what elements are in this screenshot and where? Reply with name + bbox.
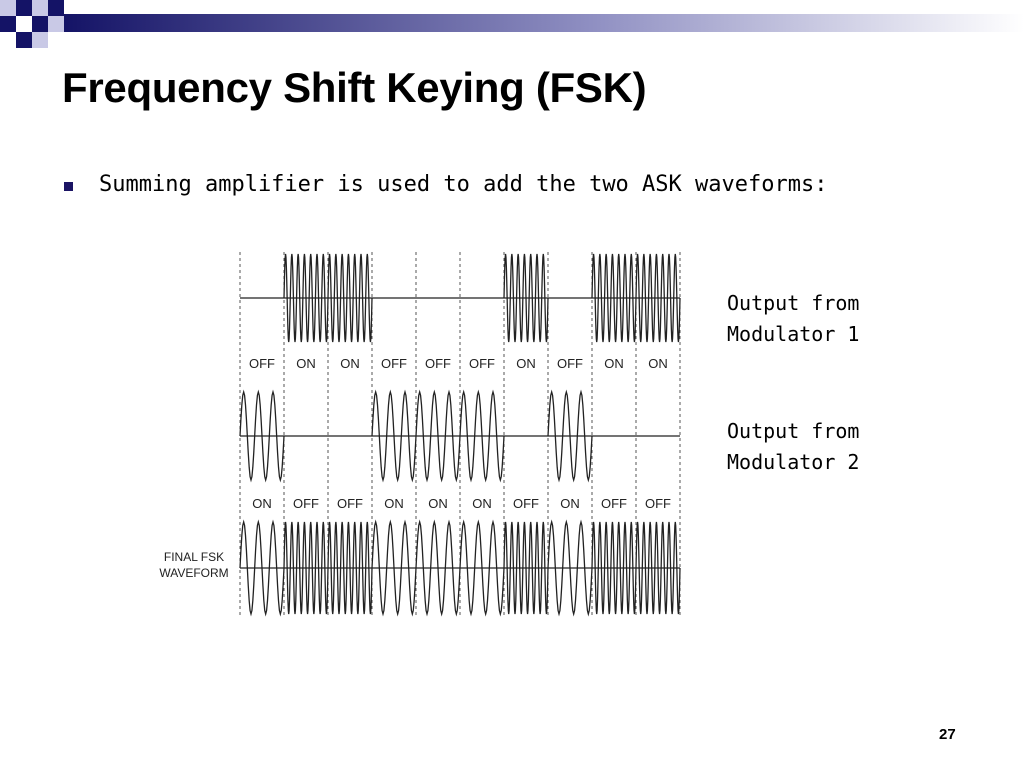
- modulator-2-label: Output from Modulator 2: [727, 416, 859, 478]
- modulator-2-state-label: ON: [428, 496, 448, 511]
- modulator-2-state-label: OFF: [513, 496, 539, 511]
- fsk-waveform-segment: [591, 521, 637, 615]
- header-banner: [0, 0, 1024, 48]
- waveform-burst: [591, 253, 637, 343]
- modulator-1-label: Output from Modulator 1: [727, 288, 859, 350]
- page-title: Frequency Shift Keying (FSK): [62, 64, 647, 111]
- fsk-waveform-segment: [547, 519, 593, 617]
- modulator-1-state-label: OFF: [557, 356, 583, 371]
- modulator-2-label-line-2: Modulator 2: [727, 450, 860, 474]
- final-fsk-label-line-1: FINAL FSK: [164, 550, 224, 564]
- fsk-waveform-segment: [371, 519, 417, 617]
- waveform-burst: [327, 253, 373, 343]
- modulator-1-state-label: ON: [296, 356, 316, 371]
- state-labels: OFF ON ON OFF OFF OFF ON OFF ON ON ON OFF OFF ON ON ON O…: [249, 356, 671, 511]
- fsk-waveform-segment: [283, 521, 329, 615]
- bullet-text: Summing amplifier is used to add the two…: [99, 172, 828, 197]
- modulator-1-state-label: ON: [340, 356, 360, 371]
- modulator-2-state-label: OFF: [601, 496, 627, 511]
- modulator-2-label-line-1: Output from: [727, 419, 860, 443]
- modulator-1-state-label: OFF: [249, 356, 275, 371]
- modulator-1-state-label: ON: [648, 356, 668, 371]
- modulator-2-state-label: ON: [384, 496, 404, 511]
- modulator-1-state-label: ON: [604, 356, 624, 371]
- fsk-waveform-segment: [635, 521, 681, 615]
- fsk-waveform-diagram: OFF ON ON OFF OFF OFF ON OFF ON ON ON OFF OFF ON ON ON O…: [159, 252, 681, 618]
- modulator-2-state-label: ON: [252, 496, 272, 511]
- modulator-1-state-label: OFF: [469, 356, 495, 371]
- modulator-2-state-label: OFF: [337, 496, 363, 511]
- checker-squares-icon: [0, 0, 64, 48]
- modulator-2-state-label: ON: [472, 496, 492, 511]
- square-bullet-icon: [64, 182, 73, 191]
- waveform-burst: [635, 253, 681, 343]
- modulator-1-label-line-1: Output from: [727, 291, 860, 315]
- modulator-1-label-line-2: Modulator 1: [727, 322, 860, 346]
- fsk-waveform-segment: [239, 519, 285, 617]
- modulator-2-state-label: OFF: [645, 496, 671, 511]
- waveform-burst: [415, 389, 461, 483]
- fsk-waveform-segment: [503, 521, 549, 615]
- waveform-burst: [459, 389, 505, 483]
- modulator-1-state-label: ON: [516, 356, 536, 371]
- waveform-burst: [503, 253, 549, 343]
- modulator-2-waveform: [239, 389, 680, 483]
- fsk-waveform-segment: [459, 519, 505, 617]
- fsk-waveform-segment: [415, 519, 461, 617]
- fsk-waveform-segment: [327, 521, 373, 615]
- waveform-burst: [371, 389, 417, 483]
- modulator-2-state-label: ON: [560, 496, 580, 511]
- waveform-burst: [547, 389, 593, 483]
- final-fsk-label-line-2: WAVEFORM: [159, 566, 228, 580]
- modulator-2-state-label: OFF: [293, 496, 319, 511]
- modulator-1-waveform: [240, 253, 681, 343]
- page-number: 27: [939, 726, 956, 743]
- modulator-1-state-label: OFF: [425, 356, 451, 371]
- final-fsk-waveform: [239, 519, 681, 617]
- waveform-burst: [239, 389, 285, 483]
- waveform-burst: [283, 253, 329, 343]
- modulator-1-state-label: OFF: [381, 356, 407, 371]
